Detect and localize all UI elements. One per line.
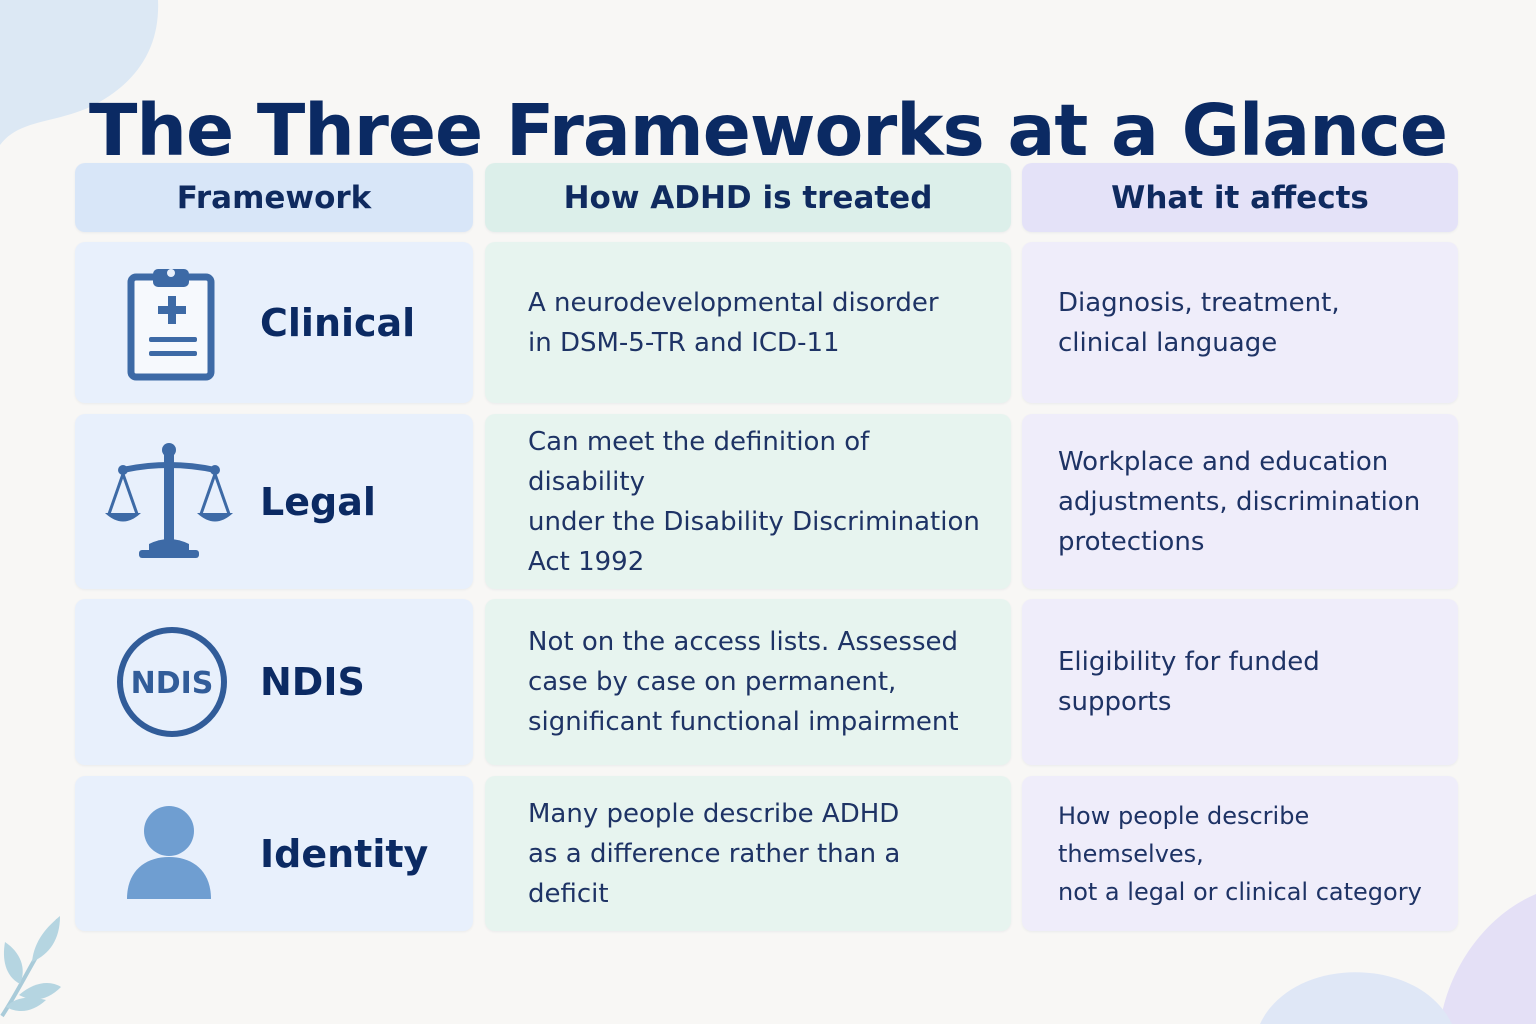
treatment-text: Not on the access lists. Assessed case b… (528, 627, 959, 737)
header-how-adhd-is-treated: How ADHD is treated (485, 163, 1011, 232)
framework-cell-legal: Legal (75, 414, 473, 589)
framework-cell-identity: Identity (75, 776, 473, 931)
framework-name: Identity (260, 831, 429, 876)
treatment-cell-clinical: A neurodevelopmental disorder in DSM-5-T… (485, 242, 1011, 403)
affects-cell-ndis: Eligibility for funded supports (1022, 599, 1458, 765)
scales-icon (105, 440, 235, 564)
framework-name: NDIS (260, 660, 365, 704)
framework-name: Clinical (260, 300, 416, 345)
ndis-icon: NDIS (110, 620, 234, 744)
affects-text: How people describe themselves, not a le… (1058, 801, 1422, 906)
clipboard-medical-icon (107, 261, 231, 385)
affects-cell-clinical: Diagnosis, treatment, clinical language (1022, 242, 1458, 403)
header-what-it-affects: What it affects (1022, 163, 1458, 232)
affects-cell-identity: How people describe themselves, not a le… (1022, 776, 1458, 931)
treatment-cell-identity: Many people describe ADHD as a differenc… (485, 776, 1011, 931)
affects-cell-legal: Workplace and education adjustments, dis… (1022, 414, 1458, 589)
treatment-cell-ndis: Not on the access lists. Assessed case b… (485, 599, 1011, 765)
framework-name: Legal (260, 479, 376, 524)
page-title: The Three Frameworks at a Glance (89, 88, 1448, 172)
framework-cell-clinical: Clinical (75, 242, 473, 403)
affects-text: Diagnosis, treatment, clinical language (1058, 287, 1340, 358)
frameworks-comparison-table: Framework How ADHD is treated What it af… (75, 163, 1458, 931)
header-framework: Framework (75, 163, 473, 232)
leaf-decoration (0, 916, 61, 1018)
treatment-text: Can meet the definition of disability un… (528, 426, 980, 577)
affects-text: Workplace and education adjustments, dis… (1058, 446, 1421, 557)
treatment-cell-legal: Can meet the definition of disability un… (485, 414, 1011, 589)
treatment-text: A neurodevelopmental disorder in DSM-5-T… (528, 287, 939, 358)
person-icon (107, 792, 231, 916)
framework-cell-ndis: NDIS NDIS (75, 599, 473, 765)
ndis-icon-text: NDIS (131, 666, 214, 701)
affects-text: Eligibility for funded supports (1058, 647, 1320, 717)
treatment-text: Many people describe ADHD as a differenc… (528, 798, 901, 909)
